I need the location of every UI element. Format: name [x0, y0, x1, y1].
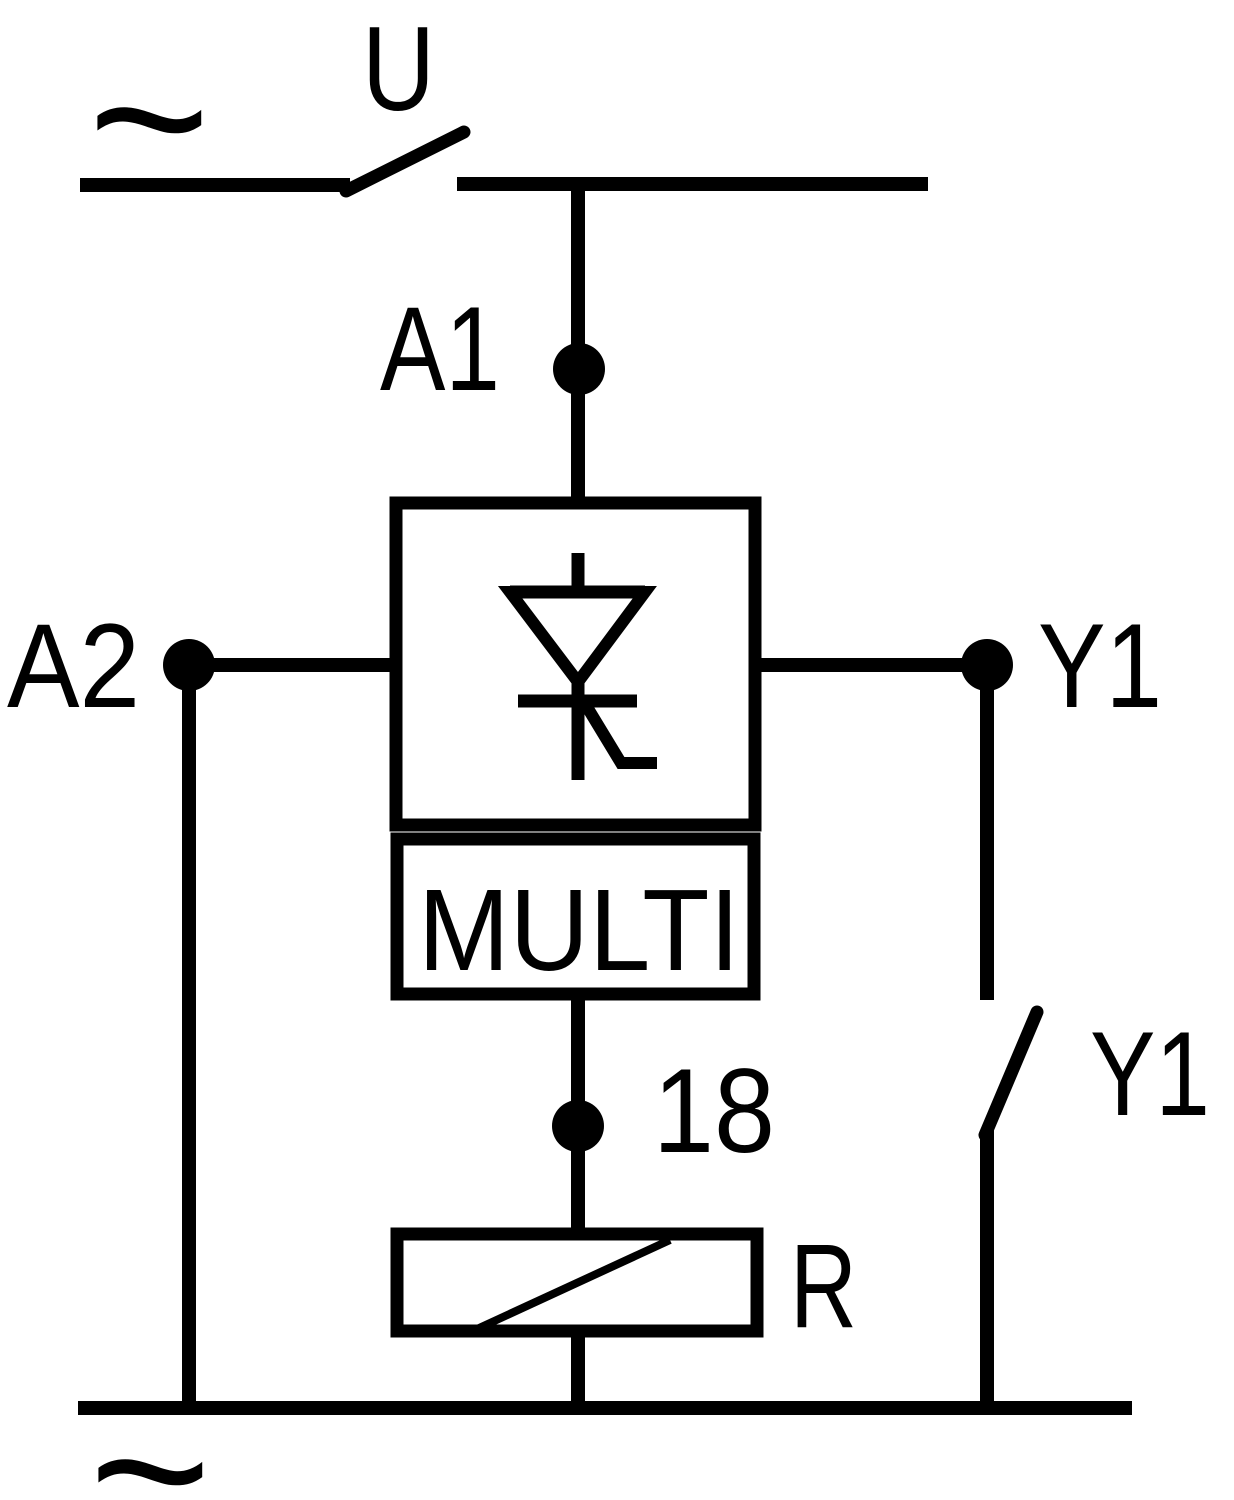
thyristor-symbol-icon: [497, 553, 657, 780]
supply-voltage-label: U: [362, 2, 435, 136]
y1-contact-blade-icon: [978, 1005, 1044, 1142]
relay-coil-label: R: [790, 1219, 857, 1353]
thyristor-triangle: [497, 586, 657, 693]
ac-symbol-bottom-icon: ~: [89, 1352, 212, 1500]
terminal-a2-label: A2: [7, 599, 140, 733]
terminal-18-label: 18: [653, 1044, 775, 1178]
multi-function-box: [390, 832, 761, 1001]
supply-switch-blade-icon: [339, 125, 471, 198]
ac-symbol-top-icon: ~: [88, 0, 211, 235]
relay-coil-diagonal-icon: [475, 1236, 672, 1333]
contact-y1-label: Y1: [1090, 1007, 1210, 1141]
terminal-a1-label: A1: [380, 282, 500, 416]
terminal-y1-label: Y1: [1038, 599, 1162, 733]
terminal-18-junction-dot: [552, 1100, 604, 1152]
multi-function-label: MULTI: [418, 865, 740, 995]
thyristor-gate-lead: [578, 698, 657, 769]
a1-junction-dot: [553, 343, 605, 395]
